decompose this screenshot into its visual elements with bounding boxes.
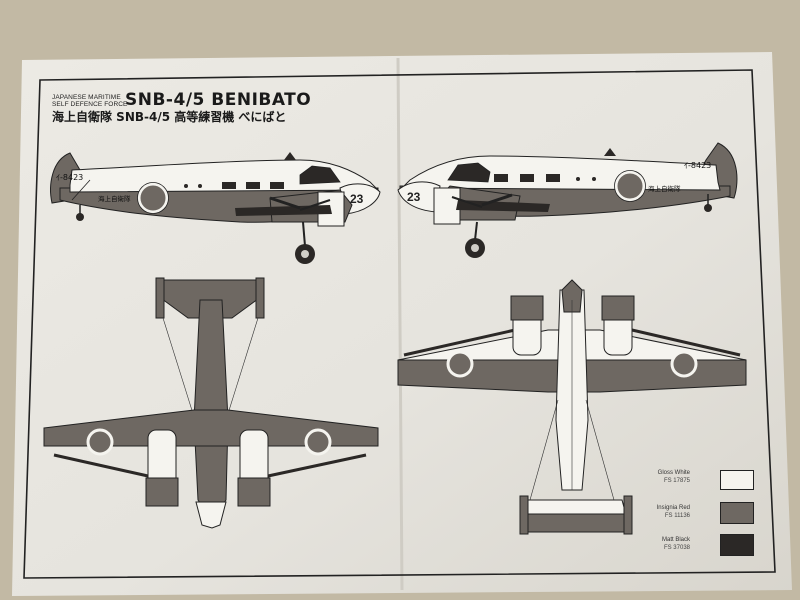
side-view-right <box>397 142 738 258</box>
legend-name-black: Matt Black <box>661 537 690 543</box>
serial-right: ｲ-8423 <box>684 161 712 170</box>
legend-fs-black: FS 37038 <box>663 545 690 551</box>
bottom-view <box>397 279 747 535</box>
legend-swatch-red <box>720 502 754 524</box>
legend-name-red: Insignia Red <box>656 505 690 511</box>
printed-frame <box>23 69 776 579</box>
page-subtitle: 海上自衛隊 SNB-4/5 高等練習機 べにばと <box>52 110 287 124</box>
fuselage-text-left: 海上自衛隊 <box>98 195 131 203</box>
legend-fs-white: FS 17875 <box>663 478 690 484</box>
fuselage-text-right: 海上自衛隊 <box>648 185 681 193</box>
top-view <box>43 277 379 529</box>
nose-number-left: 23 <box>350 192 364 206</box>
paper-fold <box>396 57 404 591</box>
legend-swatch-white <box>720 470 754 490</box>
page-title: SNB-4/5 BENIBATO <box>125 90 312 110</box>
nose-number-right: 23 <box>407 190 421 204</box>
legend-fs-red: FS 11136 <box>664 513 690 519</box>
serial-left: ｲ-8423 <box>56 173 84 182</box>
org-line-2: SELF DEFENCE FORCE <box>52 101 128 108</box>
legend-name-white: Gloss White <box>657 470 690 476</box>
org-line-1: JAPANESE MARITIME <box>52 94 121 101</box>
legend-swatch-black <box>720 534 754 556</box>
side-view-left <box>50 152 381 264</box>
